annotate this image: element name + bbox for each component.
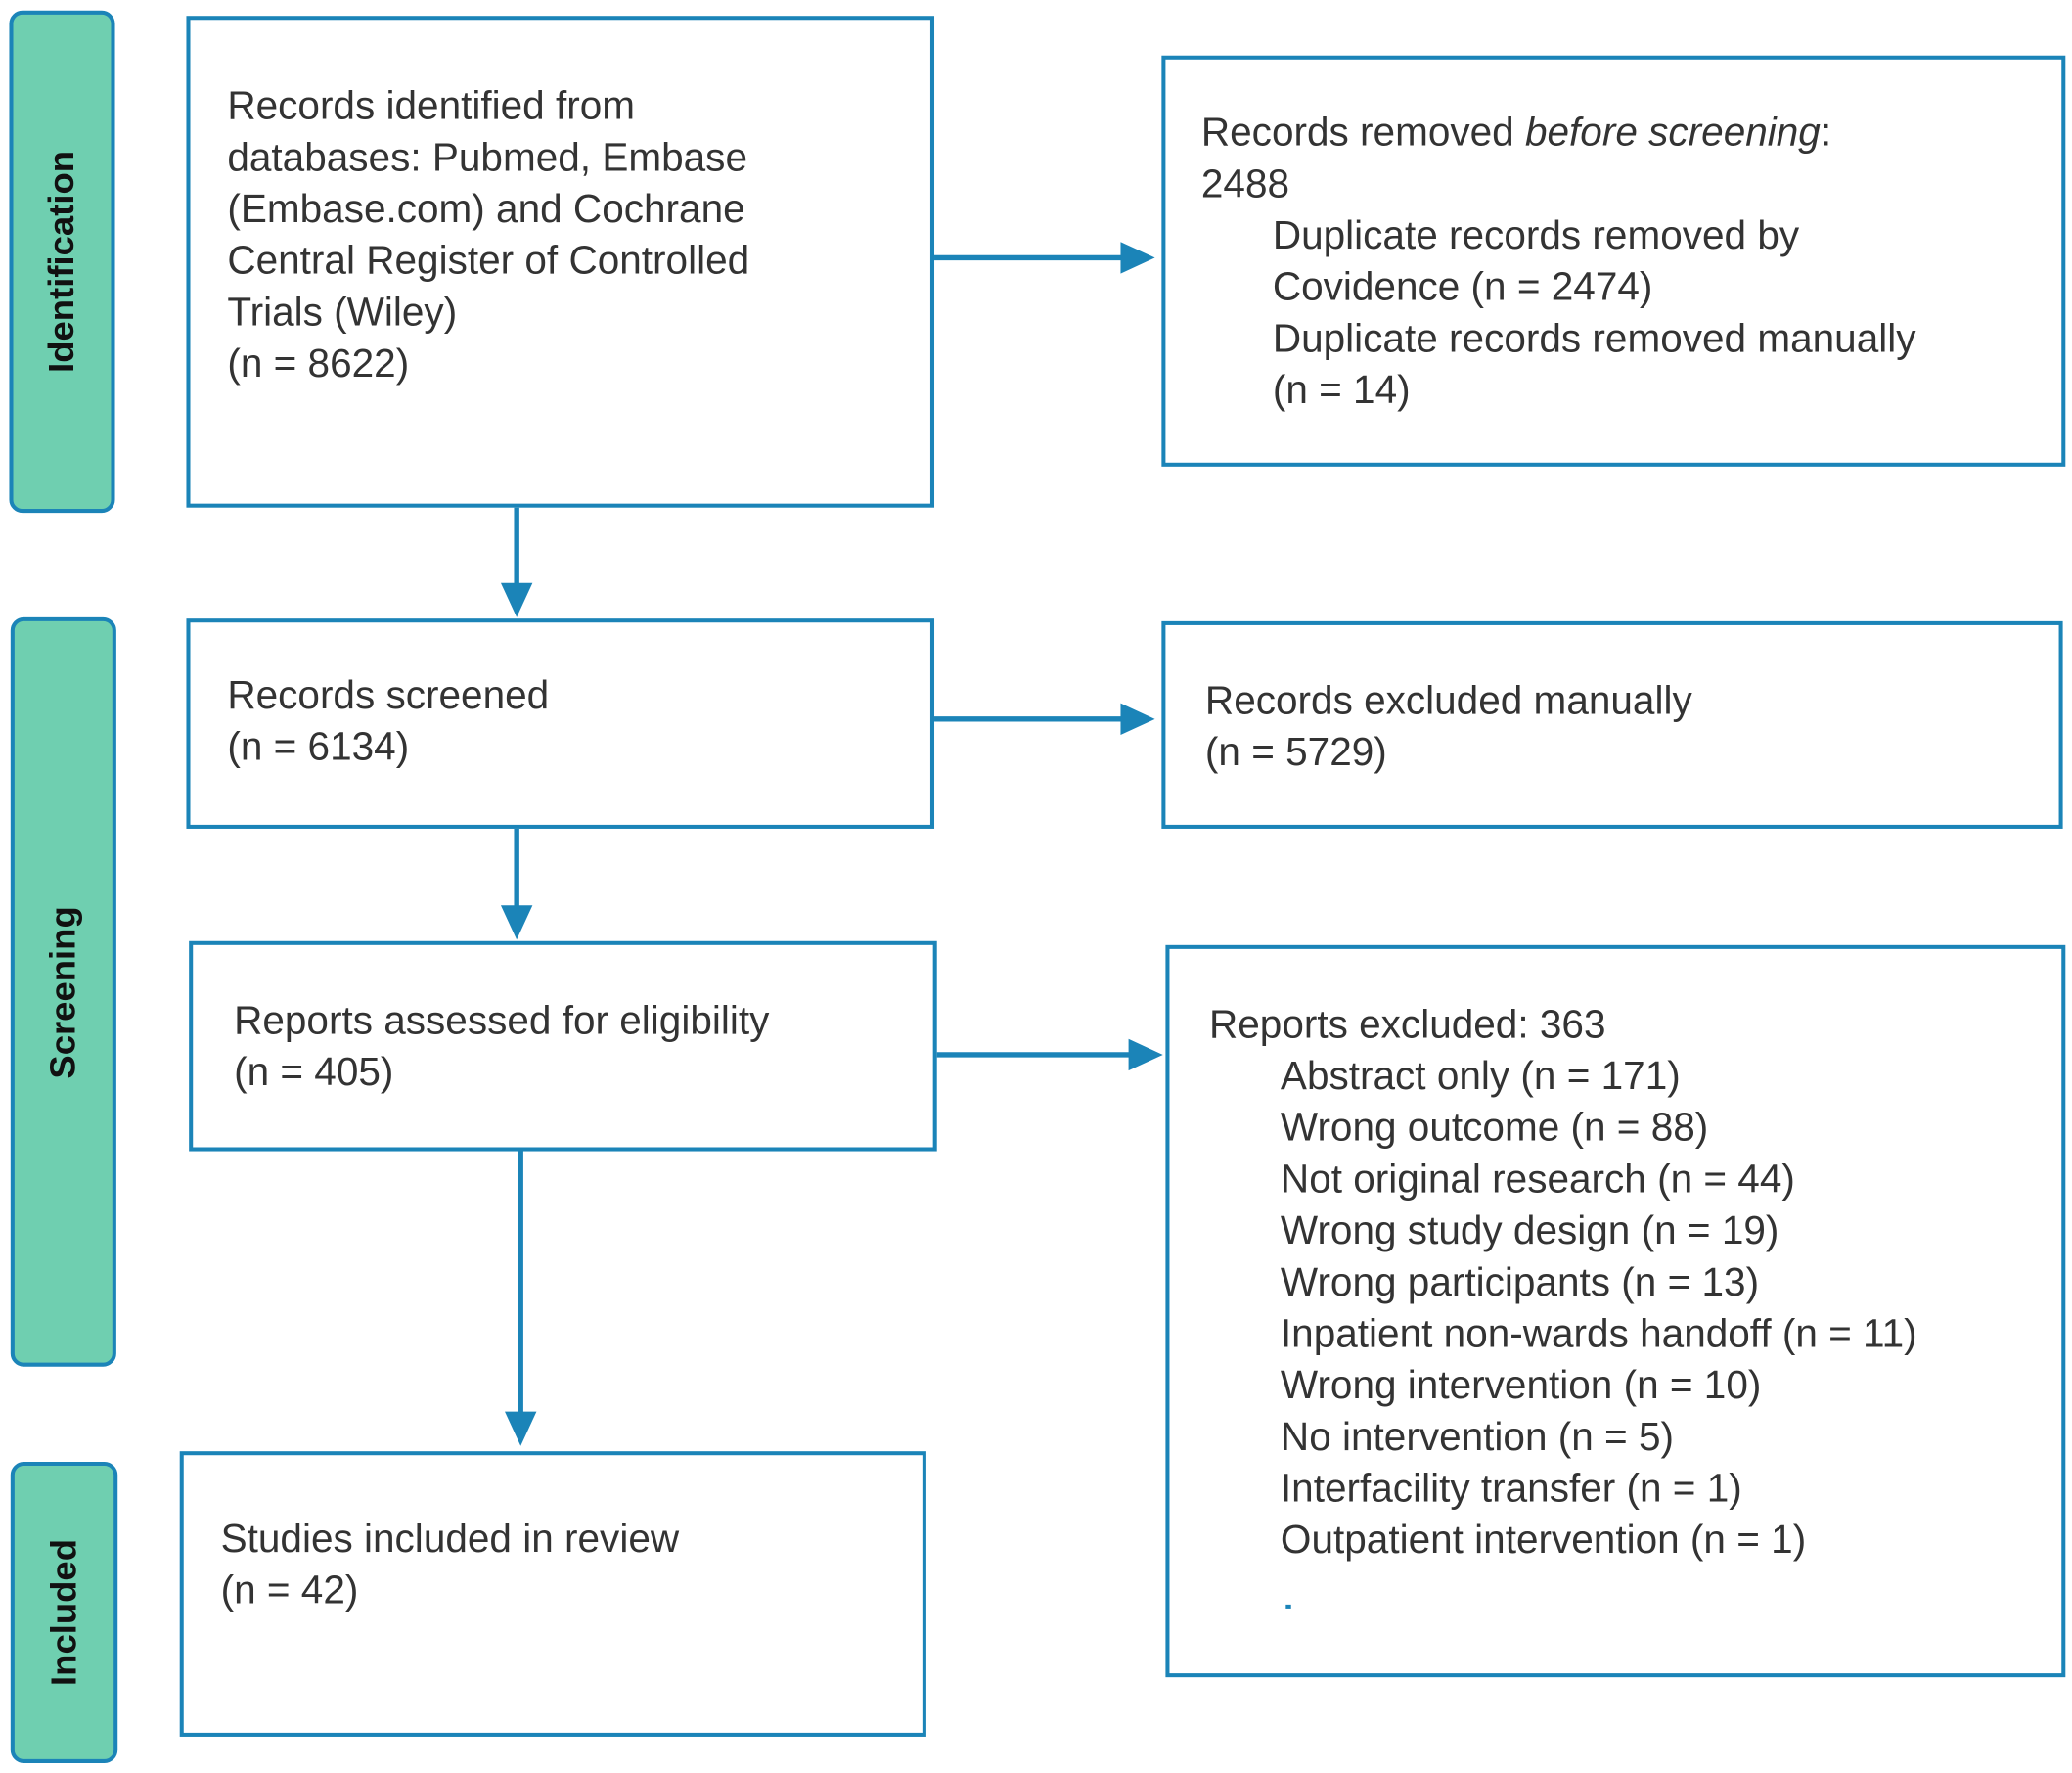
records-identified-line-3: (Embase.com) and Cochrane (227, 187, 745, 232)
records-removed-total: 2488 (1200, 162, 1290, 206)
records-identified-box: Records identified from databases: Pubme… (186, 16, 935, 508)
records-removed-box: Records removed before screening: 2488 D… (1161, 55, 2066, 467)
exclusion-reason: Not original research (n = 44) (1280, 1158, 1795, 1202)
records-excluded-count: (n = 5729) (1204, 730, 1387, 775)
exclusion-reason: Outpatient intervention (n = 1) (1280, 1519, 1807, 1563)
arrowhead-right (1120, 703, 1155, 736)
duplicates-covidence-line-2: Covidence (n = 2474) (1272, 265, 1653, 310)
duplicates-manual-line-2: (n = 14) (1272, 368, 1411, 413)
records-identified-line-2: databases: Pubmed, Embase (227, 136, 747, 180)
duplicates-manual-line-1: Duplicate records removed manually (1272, 317, 1916, 361)
arrowhead-right (1128, 1038, 1163, 1071)
arrowhead-down (500, 905, 533, 940)
records-identified-line-5: Trials (Wiley) (227, 291, 458, 335)
studies-included-box: Studies included in review (n = 42) (179, 1451, 926, 1737)
records-identified-line-1: Records identified from (227, 84, 636, 129)
phase-identification: Identification (9, 10, 115, 514)
exclusion-reason: Abstract only (n = 171) (1280, 1054, 1681, 1099)
phase-included: Included (10, 1461, 118, 1763)
arrowhead-down (500, 582, 533, 617)
records-removed-suffix: : (1820, 111, 1832, 156)
stray-mark (1285, 1604, 1291, 1609)
studies-included-label: Studies included in review (220, 1517, 680, 1562)
exclusion-reason: Wrong intervention (n = 10) (1280, 1364, 1762, 1408)
exclusion-reason: Wrong outcome (n = 88) (1280, 1106, 1709, 1151)
records-excluded-box: Records excluded manually (n = 5729) (1161, 620, 2063, 829)
records-identified-line-4: Central Register of Controlled (227, 239, 750, 284)
duplicates-covidence-line-1: Duplicate records removed by (1272, 213, 1800, 258)
reports-assessed-label: Reports assessed for eligibility (234, 999, 770, 1043)
reports-assessed-count: (n = 405) (234, 1050, 394, 1095)
arrowhead-right (1120, 242, 1155, 274)
reports-excluded-title: Reports excluded: 363 (1208, 1003, 1606, 1047)
records-screened-box: Records screened (n = 6134) (186, 618, 935, 829)
exclusion-reason: Wrong study design (n = 19) (1280, 1208, 1779, 1253)
records-removed-heading: Records removed before screening: (1201, 107, 2061, 159)
records-removed-prefix: Records removed (1200, 111, 1525, 156)
records-screened-label: Records screened (227, 673, 550, 718)
records-screened-count: (n = 6134) (227, 725, 410, 770)
exclusion-reason: Inpatient non-wards handoff (n = 11) (1280, 1312, 1917, 1356)
records-removed-emphasis: before screening (1524, 111, 1821, 156)
reports-assessed-box: Reports assessed for eligibility (n = 40… (189, 940, 937, 1152)
arrowhead-down (505, 1411, 537, 1446)
exclusion-reason: Interfacility transfer (n = 1) (1280, 1467, 1742, 1511)
exclusion-reason: Wrong participants (n = 13) (1280, 1260, 1760, 1305)
records-excluded-label: Records excluded manually (1204, 679, 1692, 723)
reports-excluded-box: Reports excluded: 363 Abstract only (n =… (1165, 944, 2066, 1678)
phase-screening: Screening (10, 616, 116, 1367)
records-identified-count: (n = 8622) (227, 341, 410, 386)
exclusion-reason: No intervention (n = 5) (1280, 1415, 1674, 1460)
studies-included-count: (n = 42) (220, 1568, 359, 1613)
